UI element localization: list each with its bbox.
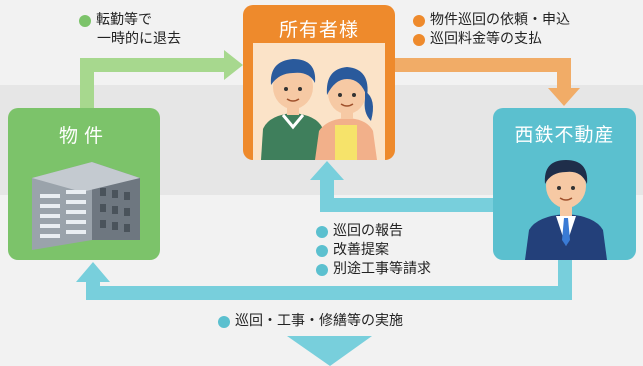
arrow-company-to-property (76, 258, 572, 300)
arrow-owner-to-company (395, 58, 580, 106)
note-text: 転勤等で (96, 12, 152, 28)
owner-title: 所有者様 (278, 19, 359, 41)
note-text: 物件巡回の依頼・申込 (430, 12, 570, 28)
company-title: 西鉄不動産 (514, 124, 615, 146)
arrow-company-to-owner (310, 161, 494, 212)
bullet-icon (316, 263, 328, 276)
note-reports: 巡回の報告 改善提案 別途工事等請求 (316, 222, 431, 279)
arrow-down (287, 336, 372, 366)
company-box: 西鉄不動産 (493, 108, 636, 260)
owner-box: 所有者様 (243, 5, 395, 160)
property-title: 物件 (58, 125, 109, 147)
note-text: 別途工事等請求 (333, 261, 431, 277)
note-text: 巡回の報告 (333, 223, 403, 239)
note-text: 改善提案 (333, 242, 389, 258)
staff-illustration (525, 160, 607, 260)
bullet-icon (79, 14, 91, 27)
bullet-icon (316, 244, 328, 257)
note-temporary-move: 転勤等で 一時的に退去 (79, 11, 181, 49)
property-box: 物件 (8, 108, 160, 260)
bullet-icon (218, 315, 230, 328)
note-text: 一時的に退去 (97, 31, 181, 47)
building-icon (32, 162, 140, 250)
bullet-icon (413, 14, 425, 27)
owners-illustration (253, 43, 385, 160)
arrow-property-to-owner (80, 50, 243, 110)
note-requests: 物件巡回の依頼・申込 巡回料金等の支払 (413, 11, 570, 49)
note-text: 巡回料金等の支払 (430, 31, 542, 47)
note-implementation: 巡回・工事・修繕等の実施 (218, 312, 403, 331)
bullet-icon (316, 225, 328, 238)
bullet-icon (413, 33, 425, 46)
note-text: 巡回・工事・修繕等の実施 (235, 313, 403, 329)
